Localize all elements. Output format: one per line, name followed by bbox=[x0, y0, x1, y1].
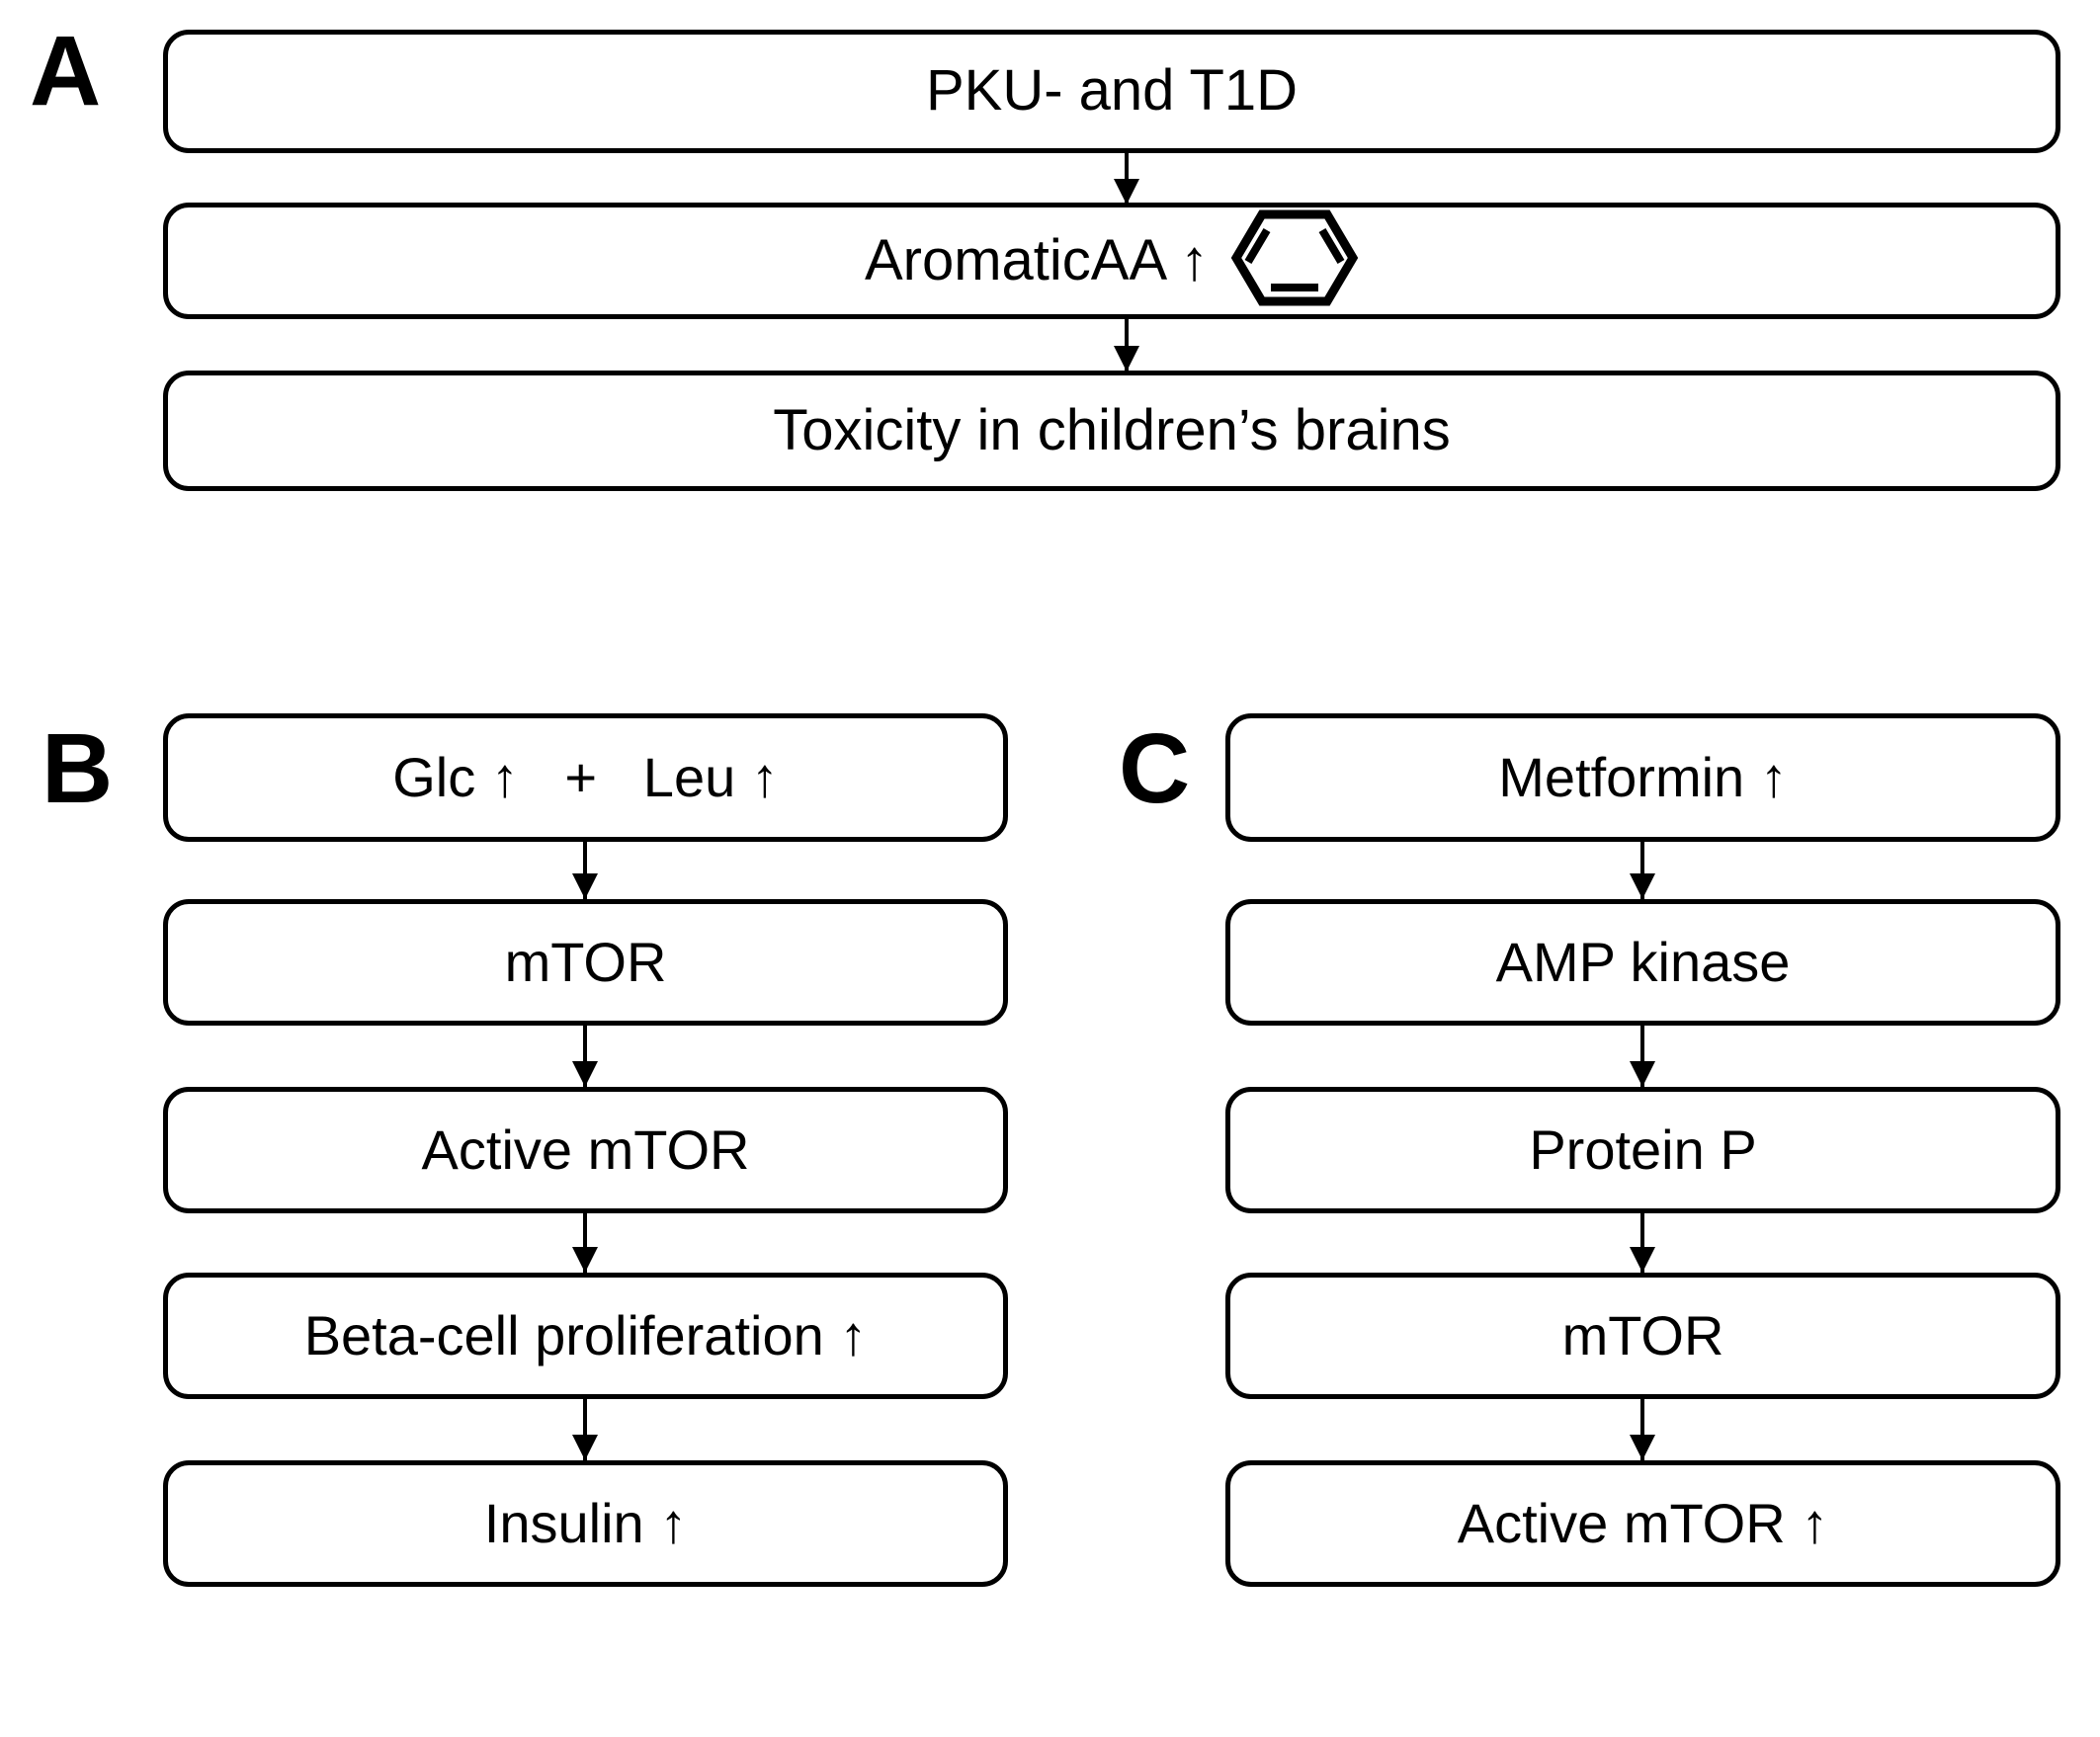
node-beta-cell-proliferation[interactable]: Beta-cell proliferation ↑ bbox=[163, 1273, 1008, 1399]
node-insulin-label: Insulin ↑ bbox=[483, 1491, 688, 1554]
panel-letter-c: C bbox=[1119, 713, 1191, 824]
node-glc-leu-label: Glc ↑ + Leu ↑ bbox=[392, 745, 779, 808]
node-toxicity[interactable]: Toxicity in children’s brains bbox=[163, 371, 2060, 491]
node-active-mtor-b[interactable]: Active mTOR bbox=[163, 1087, 1008, 1213]
node-aromatic-aa-label: AromaticAA ↑ bbox=[864, 227, 1210, 292]
node-mtor-c-label: mTOR bbox=[1561, 1303, 1724, 1366]
benzene-ring-icon bbox=[1230, 193, 1359, 326]
node-amp-kinase-label: AMP kinase bbox=[1495, 930, 1791, 993]
node-aromatic-aa[interactable]: AromaticAA ↑ bbox=[163, 203, 2060, 319]
node-active-mtor-b-label: Active mTOR bbox=[421, 1117, 750, 1181]
node-mtor-b-label: mTOR bbox=[504, 930, 667, 993]
node-insulin[interactable]: Insulin ↑ bbox=[163, 1460, 1008, 1587]
node-amp-kinase[interactable]: AMP kinase bbox=[1225, 899, 2060, 1026]
node-protein-p[interactable]: Protein P bbox=[1225, 1087, 2060, 1213]
node-pku-t1d[interactable]: PKU- and T1D bbox=[163, 30, 2060, 153]
panel-letter-a: A bbox=[30, 16, 102, 126]
node-protein-p-label: Protein P bbox=[1529, 1117, 1757, 1181]
panel-letter-b: B bbox=[42, 713, 114, 824]
node-mtor-c[interactable]: mTOR bbox=[1225, 1273, 2060, 1399]
node-mtor-b[interactable]: mTOR bbox=[163, 899, 1008, 1026]
node-beta-cell-proliferation-label: Beta-cell proliferation ↑ bbox=[303, 1303, 868, 1366]
node-active-mtor-c[interactable]: Active mTOR ↑ bbox=[1225, 1460, 2060, 1587]
node-toxicity-label: Toxicity in children’s brains bbox=[773, 397, 1451, 462]
node-pku-t1d-label: PKU- and T1D bbox=[925, 58, 1299, 124]
node-active-mtor-c-label: Active mTOR ↑ bbox=[1457, 1491, 1829, 1554]
node-glc-leu[interactable]: Glc ↑ + Leu ↑ bbox=[163, 713, 1008, 842]
node-metformin[interactable]: Metformin ↑ bbox=[1225, 713, 2060, 842]
node-metformin-label: Metformin ↑ bbox=[1498, 745, 1788, 808]
